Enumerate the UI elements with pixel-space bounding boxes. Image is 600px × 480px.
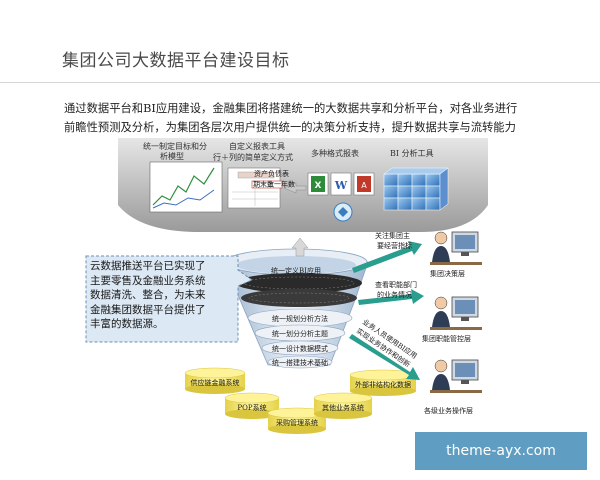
line-chart-thumbnail [149, 161, 223, 213]
user-arrows [349, 241, 424, 380]
title-divider [0, 82, 600, 83]
mini-table-cell-2: 上一年数 [267, 180, 295, 189]
arrow-right-icon [283, 182, 307, 194]
funnel-layer-1: 统一定义BI应用 [271, 266, 321, 275]
callout-line-2: 主要零售及金融业务系统 [90, 274, 206, 287]
funnel-layer-5: 统一搭建技术基础 [272, 358, 328, 367]
user-manager [430, 296, 482, 330]
db-label-supply-chain: 供应链金融系统 [191, 378, 240, 387]
tool-caption-1a: 统一制定目标和分 [143, 142, 207, 151]
db-label-external: 外部非结构化数据 [355, 380, 411, 389]
annotation-manager-2: 的业务情况 [377, 290, 412, 299]
funnel-layer-4: 统一设计数据模式 [272, 344, 328, 353]
funnel-layer-3: 统一划分分析主题 [272, 329, 328, 338]
report-format-icons: X W A [307, 172, 375, 222]
arrow-to-operators [349, 334, 420, 380]
funnel-layer-2: 统一规划分析方法 [272, 314, 328, 323]
user-label-executive: 集团决策层 [430, 269, 465, 278]
tool-caption-2b: 行＋列的简单定义方式 [213, 153, 293, 162]
callout-text: 云数据推送平台已实现了 主要零售及金融业务系统 数据清洗、整合，为未来 金融集团… [90, 259, 236, 332]
mini-table-header: 资产负债表 [254, 169, 289, 178]
user-operator [430, 359, 482, 393]
db-procurement [267, 407, 327, 434]
source-databases [184, 367, 417, 434]
annotation-manager-1: 查看职能部门 [375, 280, 417, 289]
db-label-other: 其他业务系统 [322, 403, 364, 412]
callout-line-4: 金融集团数据平台提供了 [90, 303, 206, 316]
report-table-thumbnail [227, 167, 283, 209]
callout-line-3: 数据清洗、整合，为未来 [90, 289, 206, 301]
db-label-procurement: 采购管理系统 [276, 418, 318, 427]
arrow-to-executives [352, 241, 422, 273]
svg-text:W: W [334, 179, 348, 192]
db-external-unstructured [349, 369, 417, 396]
bi-cube-icon [383, 167, 449, 211]
callout-box [85, 255, 254, 343]
db-pop [224, 392, 280, 419]
tool-caption-2a: 自定义报表工具 [229, 142, 285, 151]
user-executive [430, 231, 482, 265]
tool-caption-4: BI 分析工具 [390, 149, 434, 158]
user-label-operator: 各级业务操作层 [424, 406, 473, 415]
svg-text:A: A [361, 181, 367, 190]
tool-caption-3: 多种格式报表 [311, 149, 359, 158]
db-other-business [313, 392, 373, 419]
callout-line-5: 丰富的数据源。 [90, 318, 164, 330]
annotation-executive-2: 要经营指标 [377, 241, 412, 250]
db-label-pop: POP系统 [237, 403, 266, 412]
mini-table-cell-1: 期末数 [253, 180, 274, 189]
db-supply-chain [184, 367, 246, 394]
user-label-manager: 集团职能管控层 [422, 334, 471, 343]
watermark-badge: theme-ayx.com [415, 432, 587, 470]
funnel [224, 248, 369, 369]
svg-text:X: X [315, 181, 322, 191]
intro-line-1: 通过数据平台和BI应用建设，金融集团将搭建统一的大数据共享和分析平台，对各业务进… [64, 102, 518, 115]
page-title: 集团公司大数据平台建设目标 [62, 51, 290, 71]
intro-line-2: 前瞻性预测及分析，为集团各层次用户提供统一的决策分析支持，提升数据共享与流转能力 [64, 121, 516, 134]
tool-caption-1b: 析模型 [160, 152, 184, 161]
arrow-up-icon [291, 237, 309, 257]
annotation-executive-1: 关注集团主 [375, 231, 410, 240]
callout-line-1: 云数据推送平台已实现了 [90, 260, 206, 272]
arrow-to-management [358, 289, 424, 305]
